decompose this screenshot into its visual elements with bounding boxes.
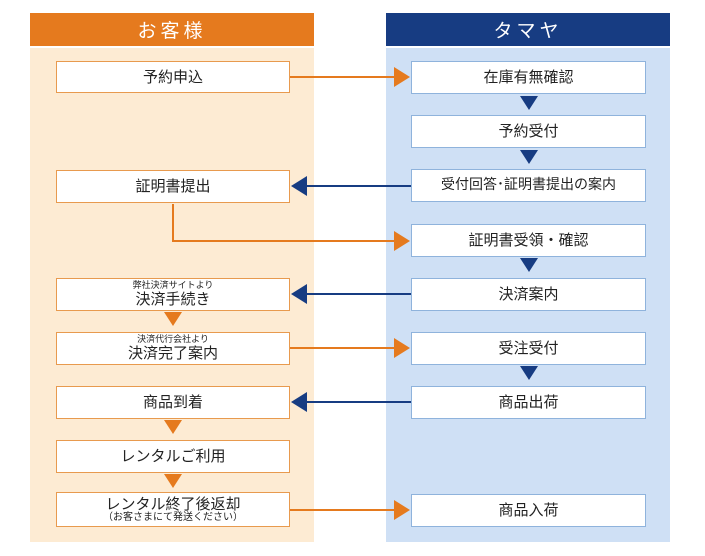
customer-step-return: レンタル終了後返却 （お客さまにて発送ください）	[56, 492, 290, 527]
customer-step-certificate-submit: 証明書提出	[56, 170, 290, 203]
step-label: 決済手続き	[135, 289, 211, 308]
customer-step-reservation: 予約申込	[56, 61, 290, 93]
arrowhead	[164, 312, 182, 326]
step-label: 決済案内	[498, 285, 559, 304]
arrowhead	[291, 176, 307, 196]
tamaya-lane-header: タマヤ	[386, 13, 670, 46]
step-label: 商品入荷	[498, 501, 559, 520]
tamaya-step-shipping: 商品出荷	[411, 386, 646, 419]
step-label: レンタル終了後返却	[105, 495, 241, 514]
customer-lane-title: お客様	[137, 20, 207, 42]
step-label: 受注受付	[498, 339, 559, 358]
customer-step-payment-procedure: 弊社決済サイトより 決済手続き	[56, 278, 290, 311]
arrowhead	[164, 420, 182, 434]
tamaya-step-payment-guide: 決済案内	[411, 278, 646, 311]
customer-step-payment-complete: 決済代行会社より 決済完了案内	[56, 332, 290, 365]
step-sublabel: 弊社決済サイトより	[132, 280, 214, 291]
step-label: 在庫有無確認	[483, 68, 574, 87]
step-label: 証明書受領・確認	[468, 231, 589, 250]
customer-step-arrival: 商品到着	[56, 386, 290, 419]
tamaya-step-order-accept: 受注受付	[411, 332, 646, 365]
step-label: 予約受付	[498, 122, 559, 141]
tamaya-step-reservation-accept: 予約受付	[411, 115, 646, 148]
step-label: レンタルご利用	[120, 447, 226, 466]
step-sublabel: 決済代行会社より	[137, 334, 209, 345]
arrowhead	[394, 338, 410, 358]
step-label: 決済完了案内	[127, 343, 218, 362]
step-label: 証明書提出	[135, 177, 211, 196]
arrowhead	[394, 231, 410, 251]
customer-lane-header: お客様	[30, 13, 314, 46]
tamaya-step-certificate-receipt: 証明書受領・確認	[411, 224, 646, 257]
arrowhead	[394, 67, 410, 87]
arrowhead	[164, 474, 182, 488]
tamaya-step-stock-in: 商品入荷	[411, 494, 646, 527]
step-label: 商品出荷	[498, 393, 559, 412]
arrowhead	[291, 392, 307, 412]
step-note: （お客さまにて発送ください）	[103, 511, 243, 523]
arrowhead	[291, 284, 307, 304]
tamaya-step-reply-certificate-guide: 受付回答･証明書提出の案内	[411, 169, 646, 202]
customer-step-rental-use: レンタルご利用	[56, 440, 290, 473]
step-label: 受付回答･証明書提出の案内	[441, 176, 616, 193]
arrowhead	[520, 366, 538, 380]
arrowhead	[520, 258, 538, 272]
step-label: 予約申込	[142, 67, 203, 86]
arrow-certificate-to-receipt	[172, 204, 400, 242]
tamaya-step-stock-check: 在庫有無確認	[411, 61, 646, 94]
arrowhead	[520, 150, 538, 164]
arrowhead	[520, 96, 538, 110]
arrowhead	[394, 500, 410, 520]
tamaya-lane-title: タマヤ	[493, 20, 563, 42]
step-label: 商品到着	[142, 393, 203, 412]
